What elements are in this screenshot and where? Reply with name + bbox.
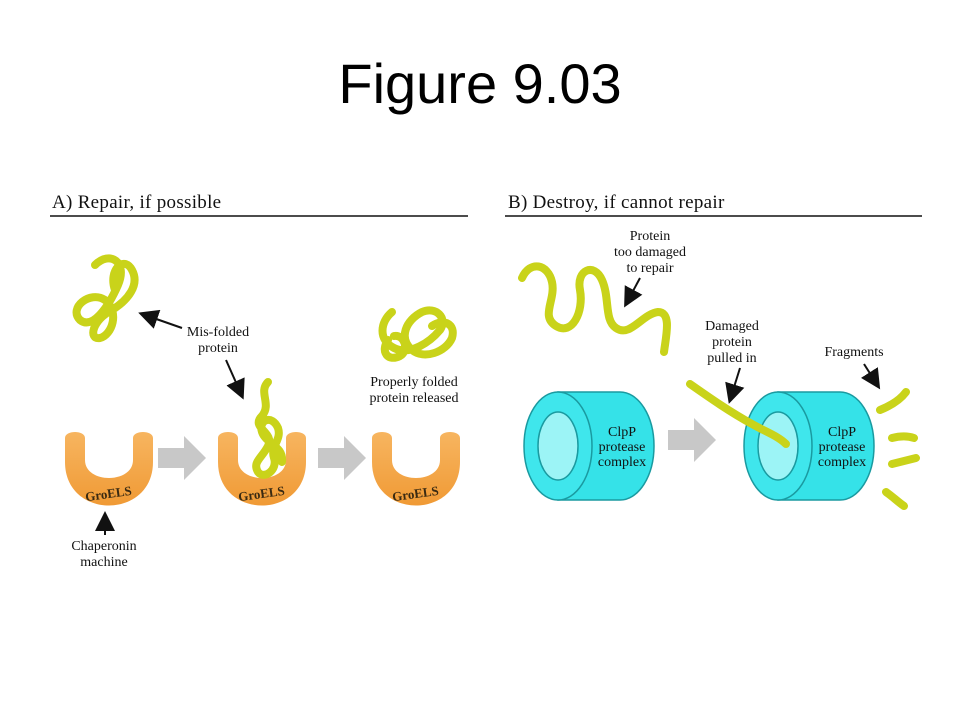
damaged-protein-shape xyxy=(518,262,671,356)
damaged-label-3: to repair xyxy=(626,261,673,276)
complex-2-label-2: protease xyxy=(819,440,866,455)
misfolded-label-2: protein xyxy=(198,341,238,356)
complex-1-label-3: complex xyxy=(598,455,646,470)
cup-1-label: GroELS xyxy=(84,483,132,504)
page-title: Figure 9.03 xyxy=(338,52,622,115)
groels-cup-1: GroELS xyxy=(65,432,153,506)
panel-a-header: A) Repair, if possible xyxy=(52,192,221,213)
misfolded-arrow xyxy=(138,309,183,329)
complex-1-label-1: ClpP xyxy=(608,425,636,440)
fragment-3 xyxy=(888,454,920,468)
insertion-arrow xyxy=(225,359,245,400)
fragment-4 xyxy=(882,488,908,510)
step-arrow-1 xyxy=(158,436,206,480)
pulled-arrow xyxy=(725,367,745,404)
complex-1-label-2: protease xyxy=(599,440,646,455)
damaged-label-1: Protein xyxy=(630,229,670,244)
damaged-label-2: too damaged xyxy=(614,245,686,260)
panel-b-header: B) Destroy, if cannot repair xyxy=(508,192,725,213)
step-arrow-3 xyxy=(668,418,716,462)
cup-3-label: GroELS xyxy=(391,483,439,504)
pulled-label-2: protein xyxy=(712,335,752,350)
clpp-barrel-1: ClpP protease complex xyxy=(523,391,655,501)
fragments-label: Fragments xyxy=(824,345,883,360)
misfolded-label-1: Mis-folded xyxy=(187,325,249,340)
fragment-2 xyxy=(888,432,918,442)
chaperonin-label-2: machine xyxy=(80,555,127,570)
chaperonin-label-1: Chaperonin xyxy=(71,539,136,554)
fragments-arrow xyxy=(860,363,881,390)
complex-2-label-3: complex xyxy=(818,455,866,470)
misfolded-protein-shape xyxy=(72,254,139,342)
step-arrow-2 xyxy=(318,436,366,480)
folded-protein-shape xyxy=(378,306,457,362)
pulled-label-1: Damaged xyxy=(705,319,759,334)
clpp-barrel-2: ClpP protease complex xyxy=(743,391,875,501)
damaged-arrow xyxy=(624,277,643,308)
pulled-label-3: pulled in xyxy=(707,351,756,366)
cup-2-label: GroELS xyxy=(237,483,285,504)
groels-cup-2: GroELS xyxy=(218,432,306,506)
complex-2-label-1: ClpP xyxy=(828,425,856,440)
protein-in-chaperonin-shape xyxy=(252,378,287,479)
groels-cup-3: GroELS xyxy=(372,432,460,506)
released-label-2: protein released xyxy=(369,391,458,406)
released-label-1: Properly folded xyxy=(370,375,457,390)
pulled-protein-shape xyxy=(686,380,790,448)
fragment-1 xyxy=(876,388,910,414)
